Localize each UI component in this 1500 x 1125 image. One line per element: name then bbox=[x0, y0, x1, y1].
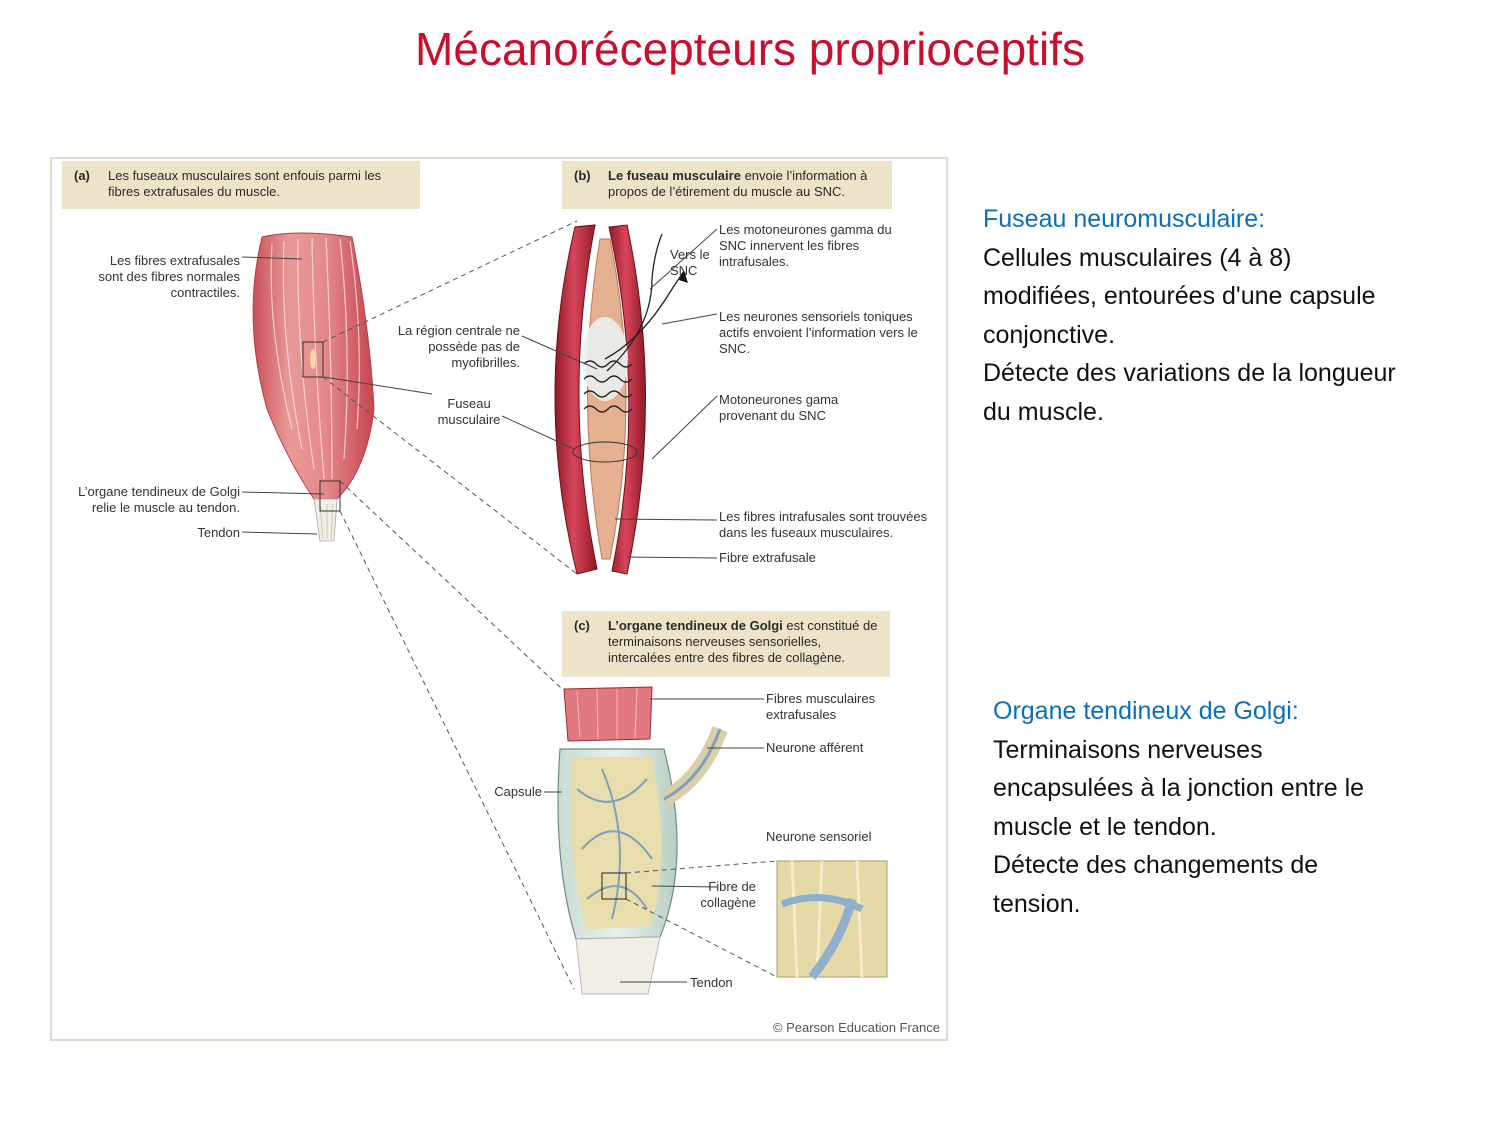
label-gama-motor: Motoneurones gama provenant du SNC bbox=[719, 392, 839, 423]
label-intrafusal: Les fibres intrafusales sont trouvées da… bbox=[719, 509, 928, 540]
caption-b: (b) Le fuseau musculaire envoie l’inform… bbox=[562, 161, 892, 209]
spindle-drawing bbox=[554, 224, 688, 575]
golgi-heading: Organe tendineux de Golgi: bbox=[993, 697, 1299, 725]
golgi-line: Terminaisons nerveuses bbox=[993, 735, 1263, 764]
label-extrafusal-muscle: Fibres musculaires extrafusales bbox=[766, 691, 876, 722]
spindle-line: Cellules musculaires (4 à 8) bbox=[983, 243, 1292, 272]
page-title: Mécanorécepteurs proprioceptifs bbox=[415, 23, 1085, 75]
label-tendon-a: Tendon bbox=[197, 525, 240, 540]
muscle-drawing bbox=[252, 232, 375, 542]
label-tonic: Les neurones sensoriels toniques actifs … bbox=[719, 309, 918, 356]
golgi-drawing bbox=[557, 686, 888, 995]
label-tendon-c: Tendon bbox=[690, 975, 733, 990]
projection-lines bbox=[322, 220, 578, 990]
label-spindle: Fuseau musculaire bbox=[437, 396, 501, 427]
golgi-line: Détecte des changements de bbox=[993, 851, 1319, 879]
label-gamma: Les motoneurones gamma du SNC innervent … bbox=[719, 222, 892, 269]
spindle-line: Détecte des variations de la longueur bbox=[983, 359, 1396, 387]
spindle-line: du muscle. bbox=[983, 397, 1104, 426]
golgi-line: muscle et le tendon. bbox=[993, 812, 1217, 841]
label-golgi: L’organe tendineux de Golgi relie le mus… bbox=[78, 484, 240, 515]
spindle-line: modifiées, entourées d'une capsule bbox=[983, 282, 1376, 310]
label-extrafusal-fiber: Fibre extrafusale bbox=[719, 550, 816, 565]
label-central-region: La région centrale ne possède pas de myo… bbox=[397, 323, 520, 370]
leader-lines bbox=[241, 228, 764, 983]
spindle-description: Fuseau neuromusculaire: Cellules muscula… bbox=[983, 200, 1483, 431]
anatomy-figure: (a) Les fuseaux musculaires sont enfouis… bbox=[50, 157, 948, 1041]
spindle-heading: Fuseau neuromusculaire: bbox=[983, 205, 1266, 233]
golgi-line: tension. bbox=[993, 889, 1081, 918]
label-capsule: Capsule bbox=[494, 784, 542, 799]
copyright-notice: © Pearson Education France bbox=[772, 1020, 940, 1035]
label-sensory: Neurone sensoriel bbox=[766, 829, 872, 844]
caption-a: (a) Les fuseaux musculaires sont enfouis… bbox=[62, 161, 420, 209]
label-afferent: Neurone afférent bbox=[766, 740, 864, 755]
label-collagen: Fibre de collagène bbox=[700, 879, 756, 910]
spindle-line: conjonctive. bbox=[983, 320, 1116, 349]
label-to-cns: Vers le SNC bbox=[670, 247, 710, 278]
golgi-description: Organe tendineux de Golgi: Terminaisons … bbox=[993, 692, 1473, 923]
anatomy-illustration bbox=[241, 220, 888, 995]
golgi-line: encapsulées à la jonction entre le bbox=[993, 774, 1365, 802]
caption-c: (c) L’organe tendineux de Golgi est cons… bbox=[562, 611, 890, 677]
label-extrafusal: Les fibres extrafusales sont des fibres … bbox=[98, 253, 240, 300]
